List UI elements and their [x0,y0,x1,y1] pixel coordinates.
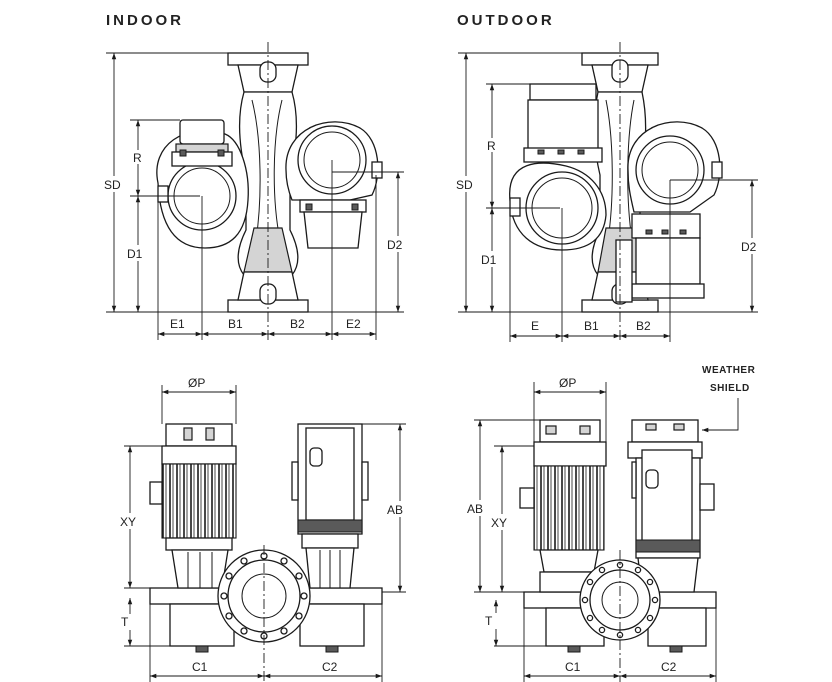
weather-shield-label-line1: WEATHER [702,365,756,376]
label-r-indoor: R [133,151,142,165]
label-diameter-p-outdoor: ØP [559,376,576,390]
label-b1-outdoor: B1 [584,319,599,333]
indoor-heading: INDOOR [106,12,184,29]
label-e-outdoor: E [531,319,539,333]
indoor-side-dimensions: SD R D1 D2 E1 B1 B2 E2 [102,42,410,340]
label-xy-indoor: XY [120,515,136,529]
outdoor-flange-bolts [581,561,659,639]
indoor-flange-bolts [220,552,308,640]
label-diameter-p-indoor: ØP [188,376,205,390]
indoor-side-view [156,52,383,313]
label-b1-indoor: B1 [228,317,243,331]
label-ab-outdoor: AB [467,502,483,516]
label-c1-indoor: C1 [192,660,208,674]
outdoor-side-dimensions: SD R D1 D2 E B1 B2 [454,42,764,342]
label-e1-indoor: E1 [170,317,185,331]
label-c2-outdoor: C2 [661,660,677,674]
outdoor-heading: OUTDOOR [457,12,555,29]
label-d2-outdoor: D2 [741,240,757,254]
label-d1-outdoor: D1 [481,253,497,267]
label-r-outdoor: R [487,139,496,153]
label-b2-outdoor: B2 [636,319,651,333]
label-ab-indoor: AB [387,503,403,517]
weather-shield-label-line2: SHIELD [710,383,750,394]
outdoor-front-dimensions: ØP AB XY T C1 C2 WEATHER SHIELD [466,365,756,682]
label-b2-indoor: B2 [290,317,305,331]
label-d1-indoor: D1 [127,247,143,261]
label-xy-outdoor: XY [491,516,507,530]
indoor-front-dimensions: ØP XY T AB C1 C2 [118,376,412,682]
label-sd-indoor: SD [104,178,121,192]
indoor-front-view [149,423,383,653]
outdoor-front-view [519,419,717,653]
outdoor-side-view [509,52,723,313]
label-sd-outdoor: SD [456,178,473,192]
label-t-indoor: T [121,615,129,629]
label-d2-indoor: D2 [387,238,403,252]
label-c2-indoor: C2 [322,660,338,674]
label-t-outdoor: T [485,614,493,628]
label-e2-indoor: E2 [346,317,361,331]
label-c1-outdoor: C1 [565,660,581,674]
